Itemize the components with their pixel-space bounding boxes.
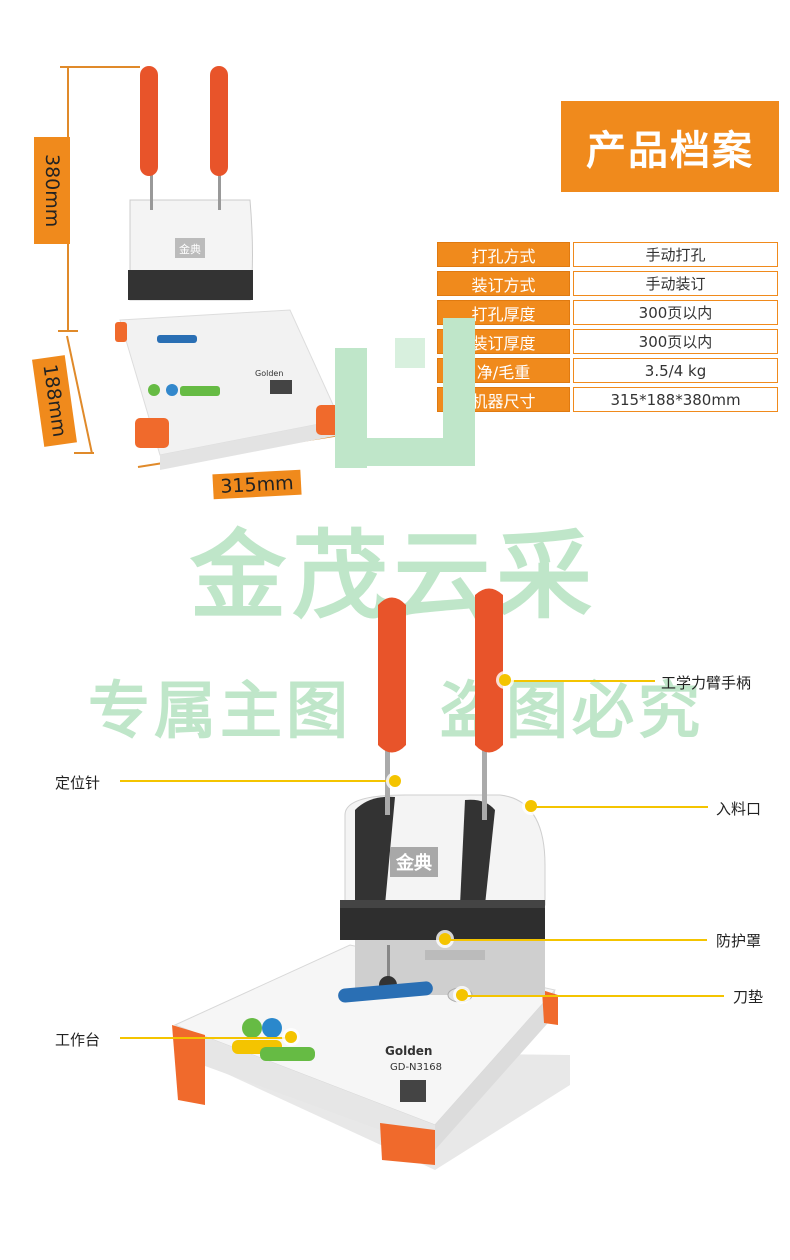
depth-guide-tick-bottom xyxy=(74,452,94,454)
spec-value: 315*188*380mm xyxy=(573,387,778,412)
width-label: 315mm xyxy=(212,469,302,500)
height-guide-tick-bottom xyxy=(58,330,78,332)
large-machine-illustration: 金典 Golden GD-N3168 xyxy=(172,588,570,1170)
large-brand-text: 金典 xyxy=(395,852,432,874)
callout-guard-label: 防护罩 xyxy=(716,932,762,950)
watermark-exclusive: 专属主图 xyxy=(88,674,353,747)
callout-handle-line xyxy=(505,680,655,682)
large-model-text: GD-N3168 xyxy=(390,1062,442,1073)
spec-table: 打孔方式 手动打孔 装订方式 手动装订 打孔厚度 300页以内 装订厚度 300… xyxy=(437,242,778,416)
callout-handle-dot xyxy=(499,674,511,686)
callout-pin-dot xyxy=(389,775,401,787)
watermark-logo-icon xyxy=(335,318,475,468)
callout-pin-label: 定位针 xyxy=(55,774,101,792)
spec-row: 净/毛重 3.5/4 kg xyxy=(437,358,778,383)
spec-row: 装订厚度 300页以内 xyxy=(437,329,778,354)
spec-row: 打孔厚度 300页以内 xyxy=(437,300,778,325)
callout-pad-dot xyxy=(456,989,468,1001)
callout-pad-label: 刀垫 xyxy=(733,988,764,1006)
height-guide-tick-top xyxy=(60,66,140,68)
spec-row: 机器尺寸 315*188*380mm xyxy=(437,387,778,412)
small-machine-illustration: 金典 Golden xyxy=(115,66,342,470)
spec-value: 3.5/4 kg xyxy=(573,358,778,383)
spec-row: 打孔方式 手动打孔 xyxy=(437,242,778,267)
callout-inlet-line xyxy=(533,806,708,808)
spec-value: 300页以内 xyxy=(573,300,778,325)
spec-value: 手动装订 xyxy=(573,271,778,296)
spec-row: 装订方式 手动装订 xyxy=(437,271,778,296)
depth-label: 188mm xyxy=(32,355,77,447)
callout-table-line xyxy=(120,1037,285,1039)
spec-key: 打孔方式 xyxy=(437,242,570,267)
callout-handle-label: 工学力臂手柄 xyxy=(661,674,752,692)
spec-key: 装订方式 xyxy=(437,271,570,296)
callout-table-dot xyxy=(285,1031,297,1043)
small-logo-text: Golden xyxy=(255,369,283,378)
large-logo-text: Golden xyxy=(385,1044,432,1058)
spec-value: 手动打孔 xyxy=(573,242,778,267)
callout-guard-dot xyxy=(439,933,451,945)
callout-guard-line xyxy=(447,939,707,941)
callout-table-label: 工作台 xyxy=(55,1031,101,1049)
callout-pad-line xyxy=(464,995,724,997)
section-title: 产品档案 xyxy=(561,101,779,192)
callout-pin-line xyxy=(120,780,395,782)
callout-inlet-dot xyxy=(525,800,537,812)
spec-value: 300页以内 xyxy=(573,329,778,354)
small-brand-text: 金典 xyxy=(179,242,201,256)
height-label: 380mm xyxy=(34,137,70,244)
callout-inlet-label: 入料口 xyxy=(716,800,762,818)
